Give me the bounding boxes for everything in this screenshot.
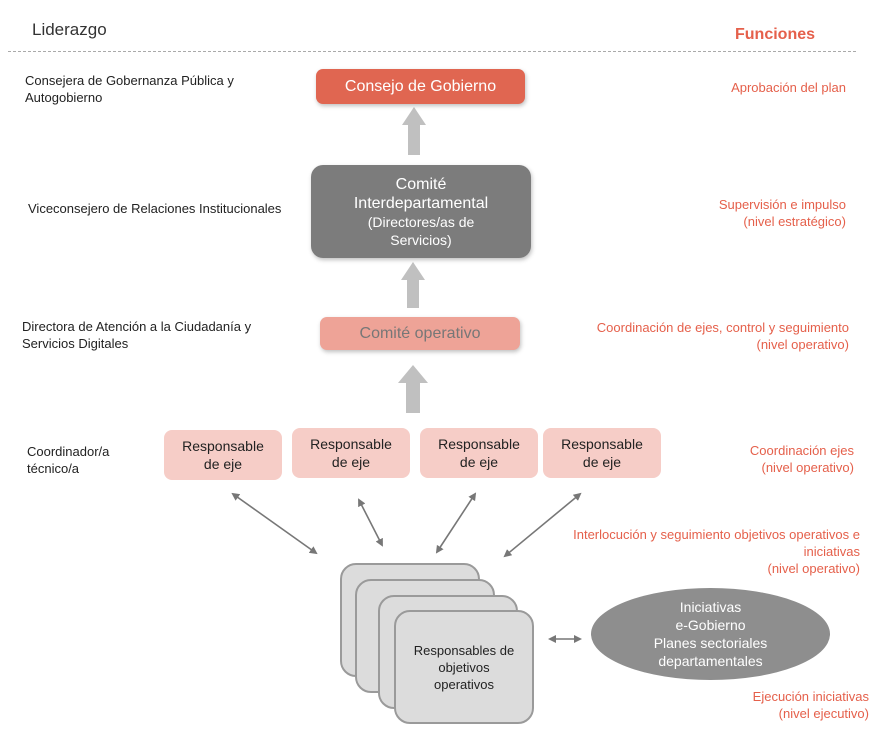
function-line: Coordinación de ejes, control y seguimie…	[596, 320, 849, 335]
up-arrow-2	[401, 262, 425, 308]
leader-line: Viceconsejero de Relaciones Instituciona…	[28, 201, 282, 216]
consejo-de-gobierno-box: Consejo de Gobierno	[316, 69, 525, 104]
function-line: Coordinación ejes	[749, 443, 854, 458]
responsable-eje-box: Responsable de eje	[543, 428, 661, 478]
comite-subtitle-line: Servicios)	[390, 231, 452, 248]
leader-consejera: Consejera de Gobernanza Pública y Autogo…	[25, 72, 234, 106]
responsable-eje-box: Responsable de eje	[164, 430, 282, 480]
box-line: Responsable	[310, 436, 392, 452]
leader-coordinador: Coordinador/a técnico/a	[27, 443, 109, 477]
box-line: Responsable	[182, 438, 264, 454]
function-interlocucion: Interlocución y seguimiento objetivos op…	[573, 526, 860, 577]
responsable-eje-box: Responsable de eje	[420, 428, 538, 478]
leadership-header: Liderazgo	[32, 20, 107, 39]
comite-operativo-box: Comité operativo	[320, 317, 520, 350]
ellipse-line: Iniciativas	[679, 599, 742, 615]
function-supervision: Supervisión e impulso (nivel estratégico…	[719, 196, 846, 230]
ellipse-line: departamentales	[658, 653, 763, 669]
leader-directora: Directora de Atención a la Ciudadanía y …	[22, 318, 251, 352]
function-aprobacion: Aprobación del plan	[731, 79, 846, 96]
iniciativas-ellipse: Iniciativas e-Gobierno Planes sectoriale…	[591, 588, 830, 680]
box-line: de eje	[331, 454, 371, 470]
function-line: (nivel operativo)	[756, 337, 850, 352]
comite-subtitle-line: (Directores/as de	[367, 213, 475, 230]
card-line: operativos	[434, 676, 494, 692]
leader-viceconsejero: Viceconsejero de Relaciones Instituciona…	[28, 200, 281, 217]
responsables-objetivos-card: Responsables de objetivos operativos	[394, 610, 534, 724]
box-line: Responsable	[438, 436, 520, 452]
ellipse-line: e-Gobierno	[675, 617, 746, 633]
function-line: (nivel ejecutivo)	[778, 706, 869, 721]
leader-line: Coordinador/a	[27, 444, 110, 459]
comite-interdepartamental-box: Comité Interdepartamental (Directores/as…	[311, 165, 531, 258]
header-divider	[8, 51, 856, 52]
leader-line: Servicios Digitales	[22, 336, 129, 351]
function-line: (nivel estratégico)	[743, 214, 846, 229]
function-line: (nivel operativo)	[761, 460, 855, 475]
function-line: Interlocución y seguimiento objetivos op…	[573, 527, 860, 542]
comite-title-line: Interdepartamental	[353, 194, 489, 212]
card-line: objetivos	[438, 659, 490, 675]
bidir-arrow-3	[435, 492, 477, 554]
function-line: Ejecución iniciativas	[752, 689, 869, 704]
leader-line: Directora de Atención a la Ciudadanía y	[22, 319, 252, 334]
up-arrow-3	[398, 365, 428, 413]
box-line: Responsable	[561, 436, 643, 452]
card-line: Responsables de	[413, 642, 515, 658]
comite-title-line: Comité	[395, 175, 447, 193]
function-coordinacion: Coordinación de ejes, control y seguimie…	[597, 319, 849, 353]
function-line: Supervisión e impulso	[718, 197, 846, 212]
function-coordinacion-ejes: Coordinación ejes (nivel operativo)	[750, 442, 854, 476]
ellipse-line: Planes sectoriales	[653, 635, 768, 651]
functions-header: Funciones	[735, 26, 816, 43]
function-line: (nivel operativo)	[767, 561, 861, 576]
leader-line: Consejera de Gobernanza Pública y	[25, 73, 234, 88]
bidir-arrow-1	[231, 492, 318, 555]
box-line: de eje	[203, 456, 243, 472]
box-line: de eje	[459, 454, 499, 470]
responsable-eje-box: Responsable de eje	[292, 428, 410, 478]
function-line: Aprobación del plan	[731, 80, 846, 95]
box-line: de eje	[582, 454, 622, 470]
function-line: iniciativas	[803, 544, 860, 559]
leader-line: técnico/a	[27, 461, 80, 476]
bidir-arrow-4	[503, 492, 582, 558]
bidir-arrow-2	[358, 498, 383, 547]
up-arrow-1	[402, 107, 426, 155]
function-ejecucion: Ejecución iniciativas (nivel ejecutivo)	[753, 688, 869, 722]
leader-line: Autogobierno	[25, 90, 103, 105]
